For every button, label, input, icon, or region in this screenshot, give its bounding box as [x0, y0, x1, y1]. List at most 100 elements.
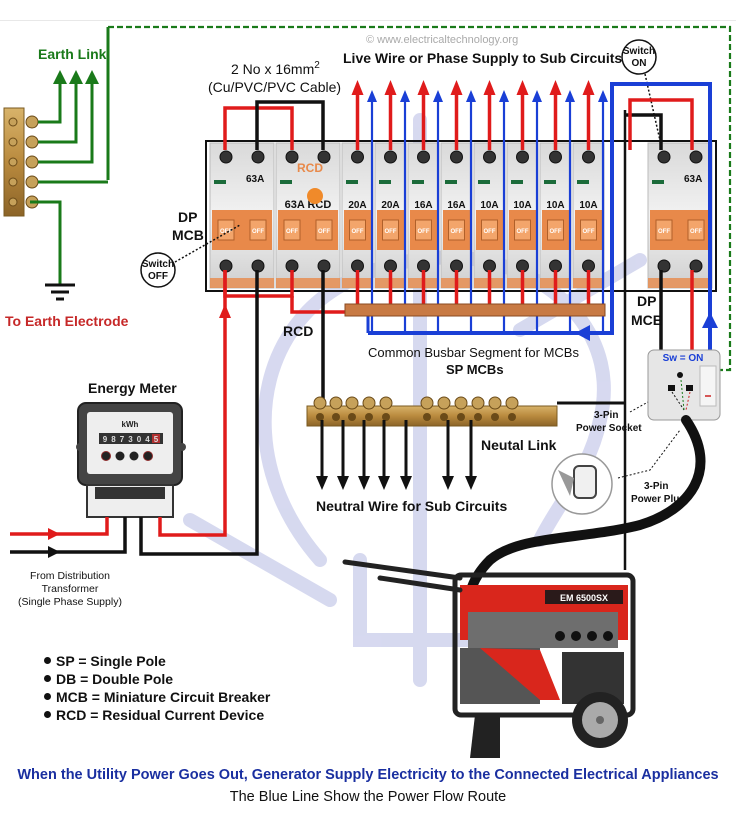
breaker-rating: 63A RCD — [285, 199, 332, 211]
earth-link-wires — [30, 82, 108, 285]
power-plug — [551, 453, 613, 515]
meter-digit: 5 — [154, 435, 159, 444]
rcd-top-label: RCD — [297, 161, 323, 175]
svg-text:OFF: OFF — [252, 229, 264, 235]
breaker-rating: 10A — [579, 200, 597, 211]
dp-mcb-left-label: DP MCB — [172, 209, 204, 243]
breaker-toggle[interactable] — [217, 219, 235, 241]
neutral-link-label: Neutal Link — [481, 437, 557, 453]
svg-text:Transformer: Transformer — [42, 583, 99, 595]
busbar-label: Common Busbar Segment for MCBs — [368, 345, 579, 360]
abbreviation-legend: SP = Single Pole DB = Double Pole MCB = … — [44, 652, 270, 724]
live-wire-label: Live Wire or Phase Supply to Sub Circuit… — [343, 50, 622, 66]
legend-item: SP = Single Pole — [44, 652, 270, 670]
svg-text:OFF: OFF — [451, 229, 463, 235]
breaker-sp-mcb-5[interactable]: OFF 10A — [473, 142, 506, 289]
breaker-toggle[interactable] — [382, 219, 399, 241]
neutral-arrow — [465, 476, 477, 490]
dp-mcb-right-label: DP MCB — [631, 293, 663, 328]
breaker-toggle[interactable] — [547, 219, 564, 241]
cable-size-label: 2 No x 16mm2 — [231, 60, 320, 77]
breaker-toggle[interactable] — [481, 219, 498, 241]
plug-callout: 3-Pin Power Plug — [617, 429, 685, 505]
breaker-toggle[interactable] — [283, 219, 301, 241]
breaker-toggle[interactable] — [580, 219, 597, 241]
svg-text:OFF: OFF — [690, 229, 702, 235]
breaker-toggle[interactable] — [415, 219, 432, 241]
power-flow-arrow-up — [702, 312, 718, 328]
neutral-arrow — [358, 476, 370, 490]
power-flow-up-arrow — [598, 90, 608, 102]
svg-text:OFF: OFF — [484, 229, 496, 235]
breaker-main-dp-mcb[interactable]: OFF OFF 63A — [209, 142, 275, 289]
distribution-board-enclosure — [205, 140, 717, 292]
distribution-source-label: From Distribution Transformer (Single Ph… — [18, 570, 122, 608]
breaker-rating: 63A — [246, 174, 264, 185]
meter-wiring — [10, 270, 259, 556]
svg-text:(Single Phase Supply): (Single Phase Supply) — [18, 596, 122, 608]
breaker-toggle[interactable] — [349, 219, 366, 241]
neutral-wire-arrows — [316, 420, 477, 490]
sub-circuit-arrows — [351, 80, 608, 333]
supply-neutral-arrow — [48, 546, 60, 558]
breaker-toggle[interactable] — [687, 219, 705, 241]
watermark-text: © www.electricaltechnology.org — [366, 34, 518, 46]
meter-digit: 9 — [103, 435, 108, 444]
neutral-arrow — [316, 476, 328, 490]
legend-item: MCB = Miniature Circuit Breaker — [44, 688, 270, 706]
breaker-toggle[interactable] — [315, 219, 333, 241]
generator-mcb-wires — [625, 98, 694, 350]
breaker-toggle[interactable] — [655, 219, 673, 241]
svg-text:MCB: MCB — [631, 312, 663, 328]
sp-mcbs-label: SP MCBs — [446, 362, 504, 377]
breaker-rating: 10A — [513, 200, 531, 211]
breaker-toggle[interactable] — [249, 219, 267, 241]
meter-digit: 0 — [137, 435, 142, 444]
to-earth-electrode-label: To Earth Electrode — [5, 313, 129, 329]
earth-link-arrows — [53, 70, 99, 84]
svg-text:DP: DP — [637, 293, 656, 309]
svg-text:3-Pin: 3-Pin — [644, 481, 668, 492]
breaker-sp-mcb-4[interactable]: OFF 16A — [440, 142, 473, 289]
rcd-test-button[interactable] — [307, 188, 323, 204]
rcd-side-label: RCD — [283, 323, 313, 339]
breaker-rating: 10A — [546, 200, 564, 211]
cable-type-label: (Cu/PVC/PVC Cable) — [208, 79, 341, 95]
legend-item: DB = Double Pole — [44, 670, 270, 688]
svg-text:From Distribution: From Distribution — [30, 570, 110, 582]
breaker-rating: 10A — [480, 200, 498, 211]
power-flow-up-arrow — [532, 90, 542, 102]
generator: EM 6500SX — [342, 559, 636, 758]
kwh-label: kWh — [122, 420, 139, 429]
breaker-toggle[interactable] — [448, 219, 465, 241]
energy-meter-label: Energy Meter — [88, 380, 177, 396]
live-arrow — [417, 80, 430, 95]
svg-text:Switch: Switch — [142, 259, 174, 270]
caption-title: When the Utility Power Goes Out, Generat… — [17, 767, 719, 783]
power-flow-up-arrow — [466, 90, 476, 102]
live-arrow — [483, 80, 496, 95]
svg-text:Power Socket: Power Socket — [576, 423, 642, 434]
earth-terminal-block — [3, 107, 39, 217]
svg-text:OFF: OFF — [220, 229, 232, 235]
socket-callout: 3-Pin Power Socket — [576, 401, 649, 434]
svg-text:Switch: Switch — [623, 46, 655, 57]
supply-live-arrow — [48, 528, 60, 540]
svg-text:DP: DP — [178, 209, 197, 225]
power-flow-up-arrow — [565, 90, 575, 102]
breaker-toggle[interactable] — [514, 219, 531, 241]
power-socket[interactable]: Sw = ON — [647, 349, 721, 421]
svg-text:OFF: OFF — [418, 229, 430, 235]
caption-subtitle: The Blue Line Show the Power Flow Route — [229, 789, 507, 805]
svg-text:OFF: OFF — [385, 229, 397, 235]
breaker-rating: 16A — [447, 200, 465, 211]
